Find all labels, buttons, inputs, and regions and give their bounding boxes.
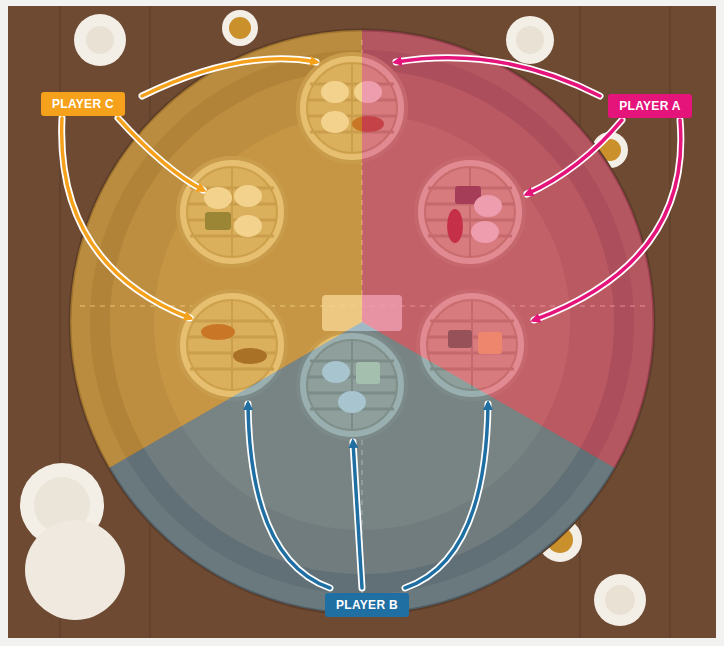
player-label: PLAYER C	[41, 92, 125, 116]
player-label: PLAYER B	[325, 593, 409, 617]
pointer-arrows	[62, 58, 681, 588]
wood-table	[8, 6, 716, 638]
player-label: PLAYER A	[608, 94, 692, 118]
wood-grain	[60, 6, 670, 638]
player-name: PLAYER C	[52, 97, 114, 111]
player-name: PLAYER A	[619, 99, 681, 113]
lazy-susan	[70, 30, 654, 614]
player-name: PLAYER B	[336, 598, 398, 612]
player-zones	[70, 30, 654, 614]
